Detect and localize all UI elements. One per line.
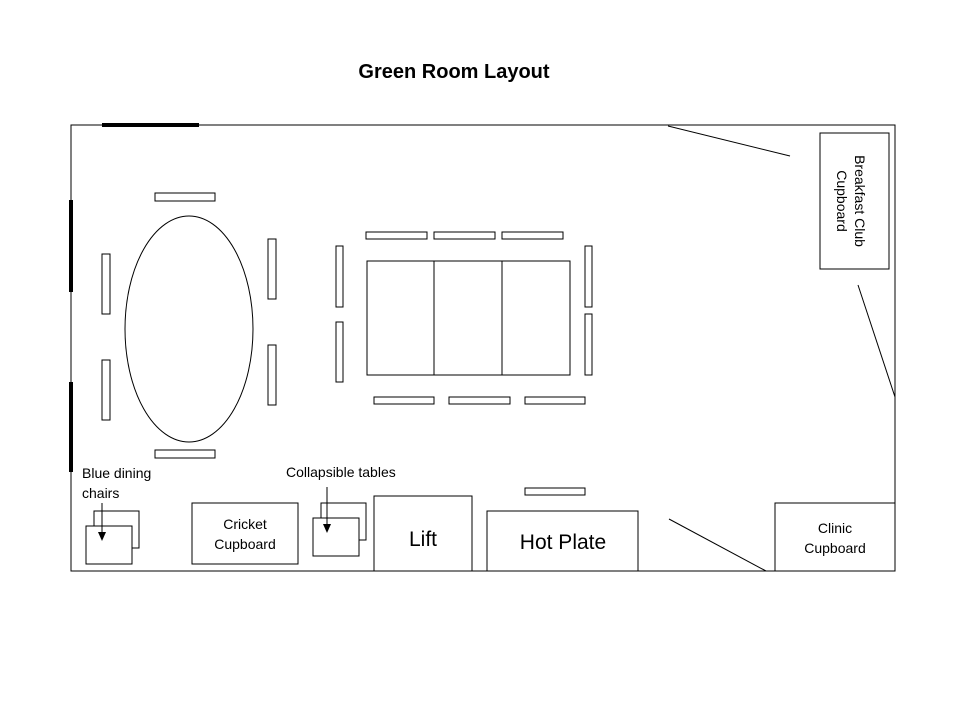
oval-dining-table — [101, 192, 277, 459]
hot-plate-label: Hot Plate — [520, 531, 606, 554]
rectangular-tables — [335, 231, 593, 405]
blue-chairs-label-2: chairs — [82, 485, 119, 501]
chair — [101, 253, 111, 315]
lift: Lift — [373, 495, 473, 572]
breakfast-label-1: Breakfast Club — [852, 155, 868, 247]
chair — [433, 231, 496, 240]
collapsible-tables: Collapsible tables — [286, 464, 396, 557]
chair — [154, 449, 216, 459]
lift-label: Lift — [409, 528, 437, 551]
chair — [267, 344, 277, 406]
cricket-label-2: Cupboard — [214, 536, 276, 552]
door-top-right — [667, 125, 791, 157]
chair — [448, 396, 511, 405]
chair — [335, 245, 344, 308]
chair — [584, 313, 593, 376]
chair — [584, 245, 593, 308]
hot-plate: Hot Plate — [486, 510, 639, 572]
door-bottom — [668, 518, 767, 572]
clinic-label-2: Cupboard — [804, 540, 866, 556]
cricket-cupboard: Cricket Cupboard — [191, 502, 299, 565]
clinic-cupboard: Clinic Cupboard — [774, 502, 896, 572]
arrow-head-icon — [323, 524, 331, 533]
blue-dining-chairs: Blue dining chairs — [82, 465, 151, 565]
arrow-head-icon — [98, 532, 106, 541]
chair — [101, 359, 111, 421]
chair — [524, 396, 586, 405]
door-right — [857, 284, 896, 398]
chair — [335, 321, 344, 383]
chair — [154, 192, 216, 202]
blue-chairs-label-1: Blue dining — [82, 465, 151, 481]
clinic-label-1: Clinic — [818, 520, 852, 536]
chair — [373, 396, 435, 405]
chair — [501, 231, 564, 240]
diagram-title: Green Room Layout — [358, 61, 549, 83]
chair — [365, 231, 428, 240]
cricket-label-1: Cricket — [223, 516, 267, 532]
breakfast-club-cupboard: Breakfast Club Cupboard — [819, 132, 890, 270]
chair — [267, 238, 277, 300]
chair — [524, 487, 586, 496]
breakfast-label-2: Cupboard — [834, 170, 850, 232]
collapsible-tables-label: Collapsible tables — [286, 464, 396, 480]
